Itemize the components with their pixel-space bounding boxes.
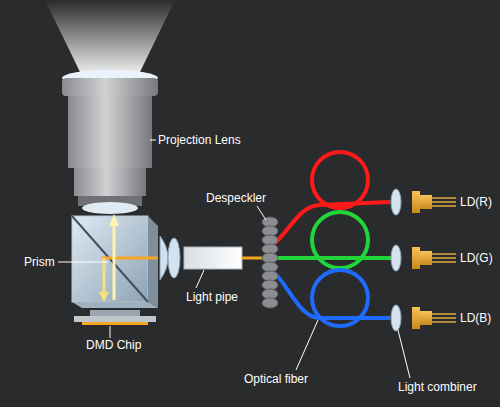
- despeckler: [262, 217, 278, 308]
- part-label: Prism: [24, 255, 55, 269]
- part-label: Projection Lens: [158, 133, 241, 147]
- combiner-lens: [391, 189, 401, 215]
- despeckler-bead: [262, 298, 278, 308]
- diode-flange: [412, 191, 420, 213]
- part-label: LD(R): [460, 195, 492, 209]
- part-label: Despeckler: [206, 191, 266, 205]
- part-label: LD(B): [460, 311, 491, 325]
- diode-can: [420, 311, 432, 325]
- diode-pin: [432, 257, 456, 259]
- diode-pin: [432, 205, 456, 207]
- part-label: DMD Chip: [86, 338, 141, 352]
- diode-pin: [432, 201, 456, 203]
- combiner-lens: [391, 305, 401, 331]
- diode-can: [420, 195, 432, 209]
- diode-flange: [412, 307, 420, 329]
- combiner-lens: [391, 245, 401, 271]
- diode-can: [420, 251, 432, 265]
- part-label: Light combiner: [398, 380, 477, 394]
- diode-pin: [432, 317, 456, 319]
- part-label: Light pipe: [186, 290, 238, 304]
- part-label: Optical fiber: [244, 372, 308, 386]
- part-label: LD(G): [460, 251, 493, 265]
- diode-pin: [432, 253, 456, 255]
- diode-pin: [432, 321, 456, 323]
- diode-pin: [432, 197, 456, 199]
- diode-flange: [412, 247, 420, 269]
- diode-pin: [432, 261, 456, 263]
- diode-pin: [432, 313, 456, 315]
